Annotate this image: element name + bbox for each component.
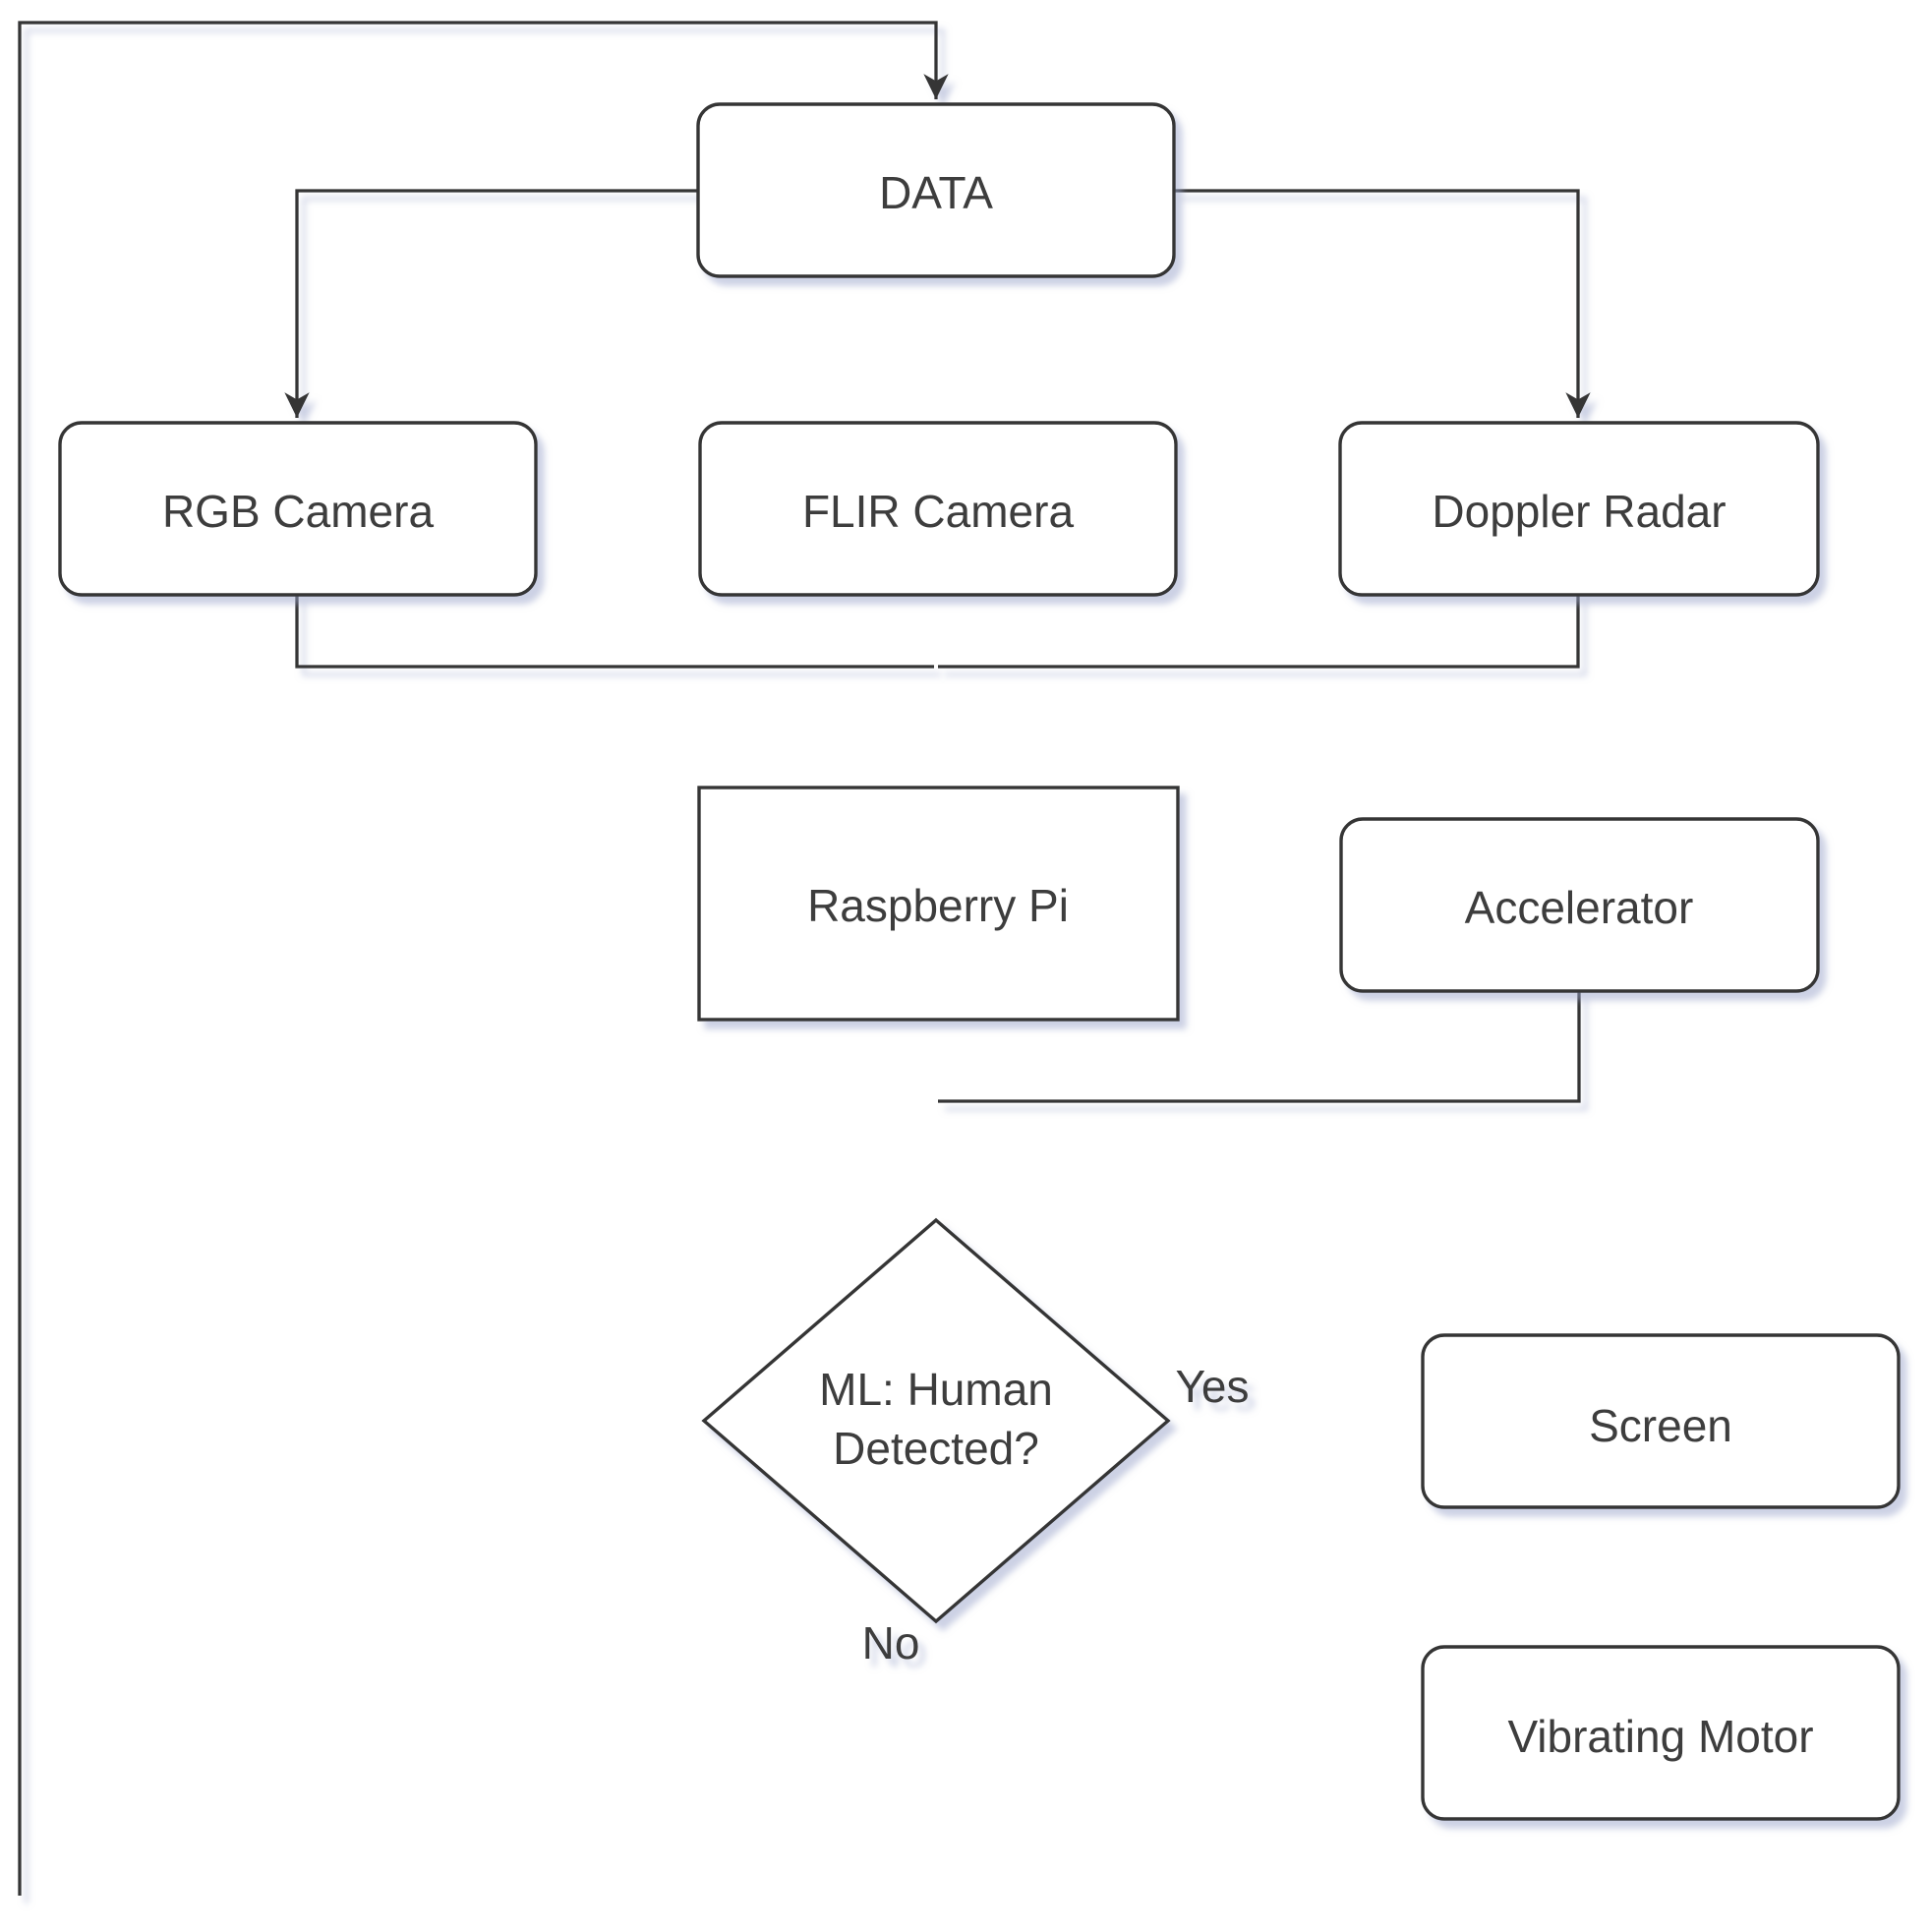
node-decision-label-line1: ML: Human [819, 1364, 1053, 1415]
node-flir-camera-label: FLIR Camera [802, 486, 1074, 537]
node-screen-label: Screen [1589, 1400, 1732, 1451]
node-decision-diamond [701, 1217, 1171, 1624]
node-decision-label-line2: Detected? [833, 1423, 1039, 1474]
edge-rgb-camera-merge [295, 595, 934, 669]
node-raspberry-pi-box [697, 786, 1180, 1022]
node-accelerator-box [1339, 817, 1820, 993]
edge-data-to-doppler-radar [1174, 189, 1591, 418]
node-flir-camera-box [698, 421, 1178, 597]
node-decision-human-detected: ML: Human Detected? [701, 1217, 1171, 1624]
node-rgb-camera-label: RGB Camera [162, 486, 434, 537]
node-data-label: DATA [879, 167, 993, 218]
node-doppler-radar: Doppler Radar [1338, 421, 1820, 597]
edge-label-no: No [862, 1617, 920, 1669]
node-rgb-camera: RGB Camera [58, 421, 538, 597]
edge-doppler-radar-merge [938, 595, 1580, 669]
node-doppler-radar-label: Doppler Radar [1432, 486, 1726, 537]
edge-accelerator-merge [938, 991, 1581, 1103]
edge-label-yes: Yes [1175, 1361, 1249, 1412]
node-rgb-camera-box [58, 421, 538, 597]
node-accelerator-label: Accelerator [1465, 882, 1694, 933]
node-vibrating-motor: Vibrating Motor [1421, 1645, 1901, 1821]
node-data: DATA [696, 102, 1176, 278]
node-raspberry-pi-label: Raspberry Pi [807, 880, 1069, 931]
node-vibrating-motor-label: Vibrating Motor [1507, 1711, 1813, 1762]
edge-data-to-rgb-camera [284, 189, 698, 418]
node-raspberry-pi: Raspberry Pi [697, 786, 1180, 1022]
edge-loop-left-top-to-data [18, 21, 949, 1896]
node-screen: Screen [1421, 1333, 1901, 1509]
node-vibrating-motor-box [1421, 1645, 1901, 1821]
node-data-box [696, 102, 1176, 278]
node-doppler-radar-box [1338, 421, 1820, 597]
node-accelerator: Accelerator [1339, 817, 1820, 993]
node-screen-box [1421, 1333, 1901, 1509]
node-flir-camera: FLIR Camera [698, 421, 1178, 597]
